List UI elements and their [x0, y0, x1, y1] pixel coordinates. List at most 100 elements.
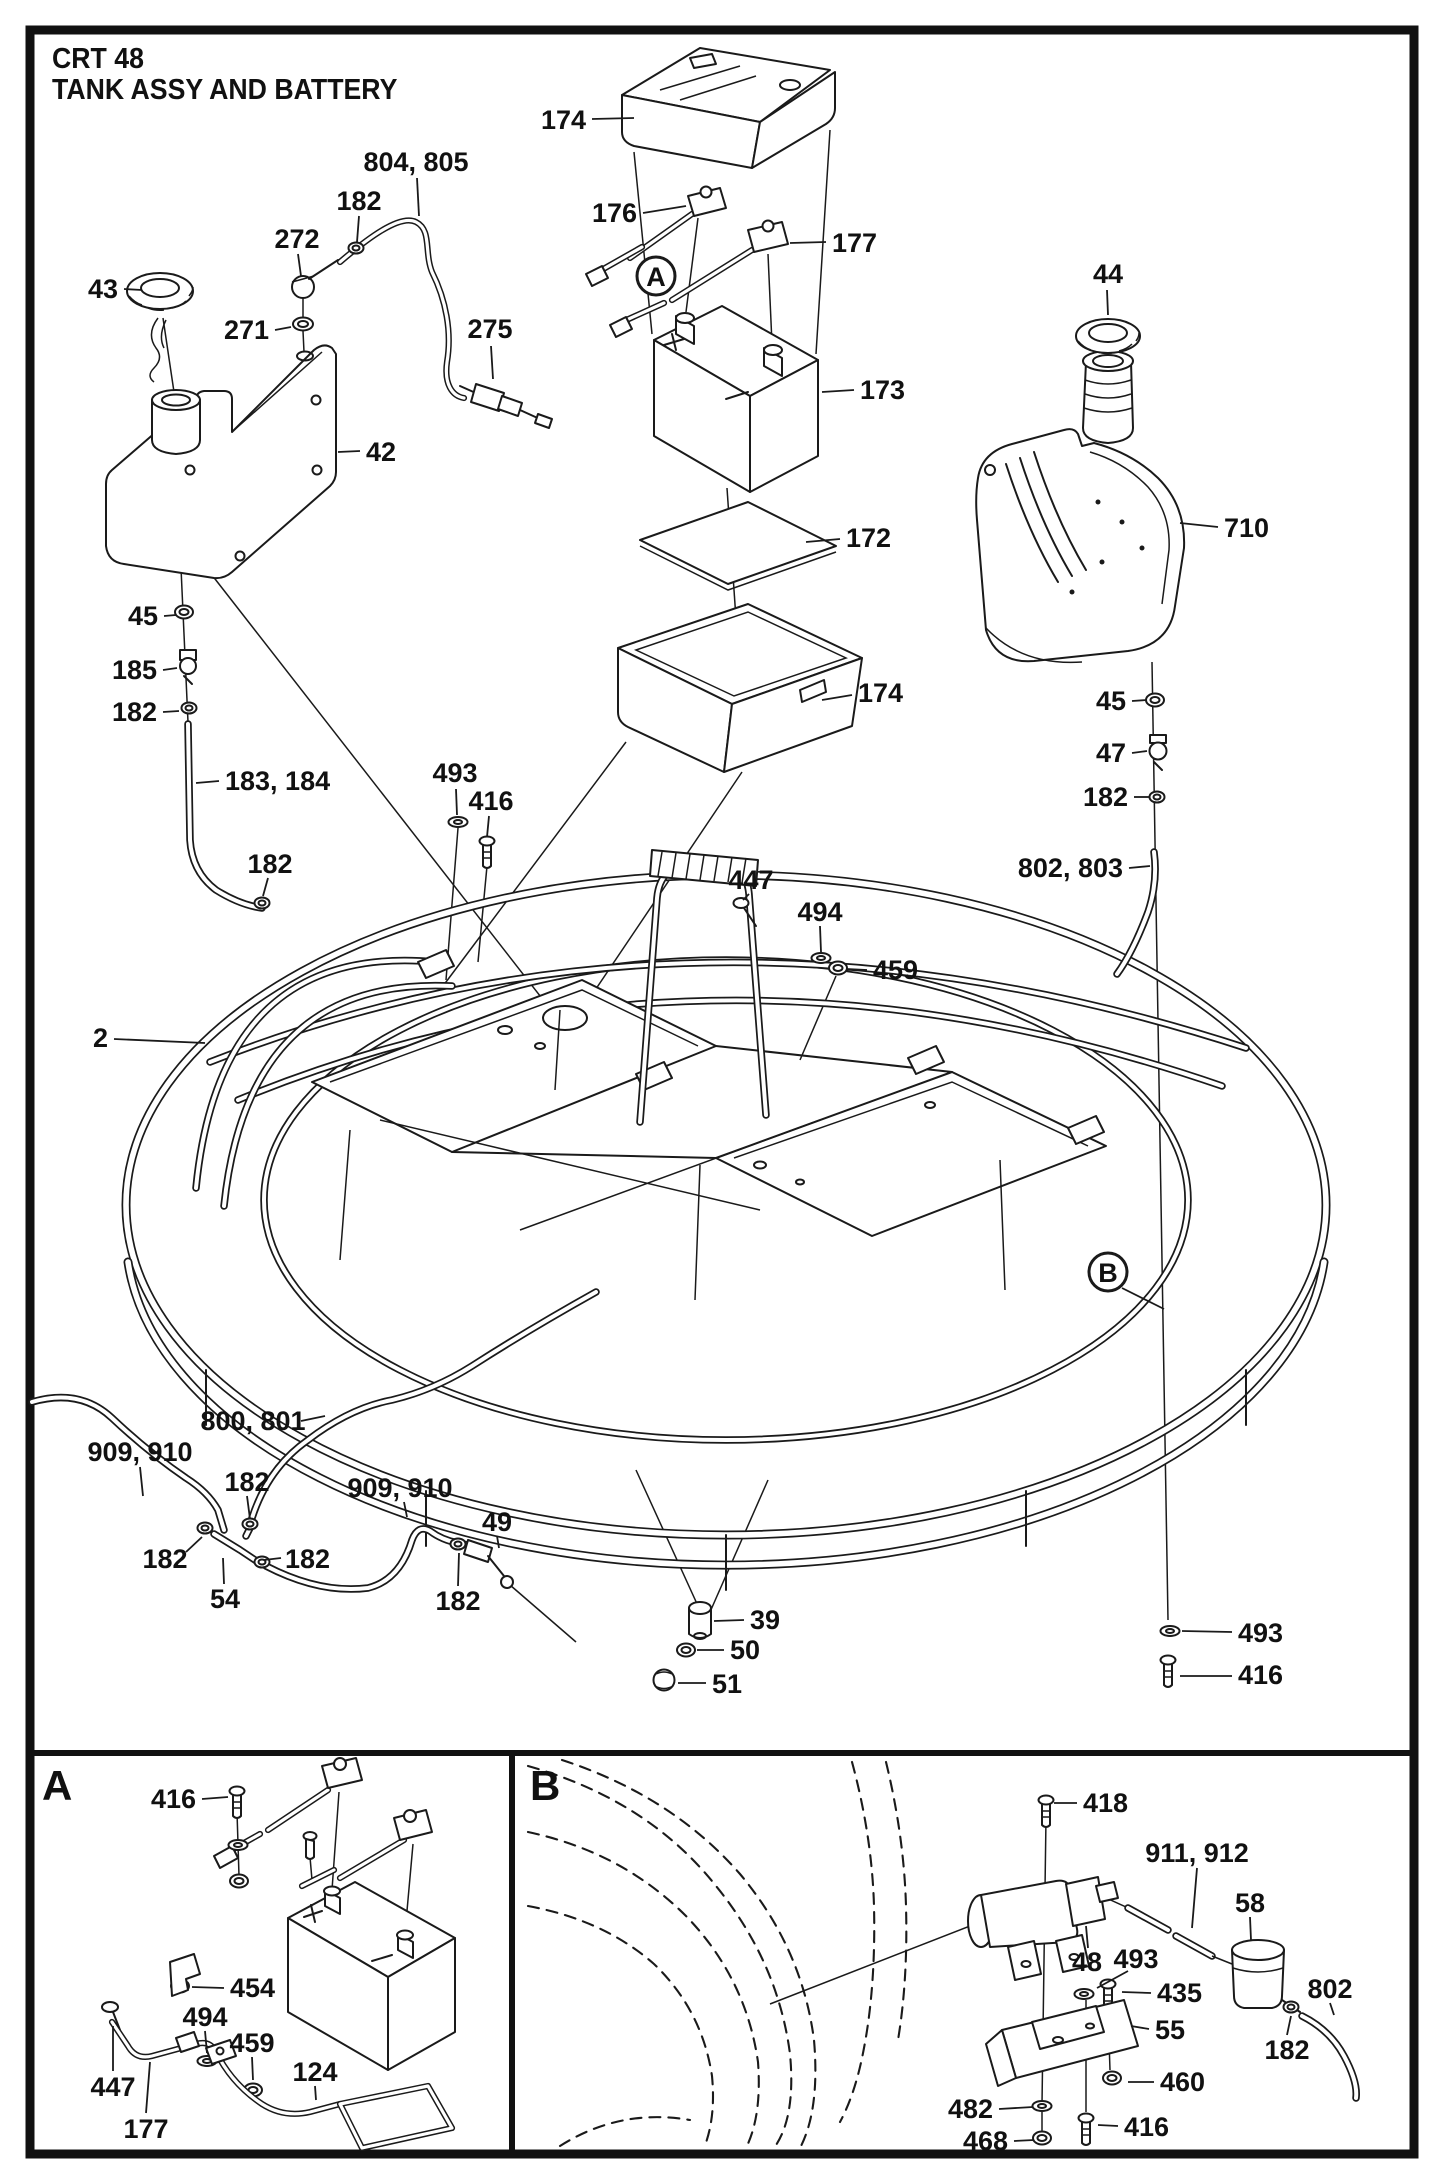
leader-line [201, 1796, 229, 1800]
part-number-label: 418 [1083, 1788, 1128, 1818]
part-number-label: 183, 184 [225, 766, 330, 796]
bolt-416 [1159, 1654, 1177, 1688]
leader-line [274, 326, 292, 331]
part-number-label: 454 [230, 1973, 275, 2003]
leader-line [998, 2106, 1034, 2110]
part-number-label: 182 [142, 1544, 187, 1574]
leader-line [1085, 1925, 1089, 1949]
tank-cap-44 [1075, 318, 1141, 355]
clamp-182 [1282, 2000, 1300, 2014]
clamp-182 [180, 701, 198, 715]
leader-line [742, 893, 750, 901]
part-number-label: 172 [846, 523, 891, 553]
leader-line [490, 345, 494, 380]
bolt-416 [228, 1785, 246, 1819]
detail-marker-letter: A [646, 262, 666, 292]
leader-line [1013, 2139, 1035, 2142]
bolt-416 [1077, 2112, 1095, 2146]
leader-line [300, 1415, 326, 1422]
bolt-51 [652, 1668, 676, 1692]
panel-a-drawing [101, 1757, 456, 2152]
hoop-grip [649, 849, 759, 887]
leader-line [457, 1552, 460, 1587]
part-number-label: 182 [336, 186, 381, 216]
part-number-label: 710 [1224, 513, 1269, 543]
part-number-label: 804, 805 [363, 147, 468, 177]
leader-line [1286, 2015, 1292, 2036]
battery-cable-176 [585, 185, 727, 287]
leader-line [1181, 1630, 1233, 1633]
left-fuel-tank-42 [105, 241, 553, 910]
part-number-label: 416 [468, 786, 513, 816]
clamp-182 [1148, 790, 1166, 804]
part-number-label: 174 [858, 678, 903, 708]
clamp-182 [347, 241, 365, 255]
leader-line [162, 667, 178, 671]
ground-cable-177 [108, 2018, 456, 2152]
part-number-label: 493 [1238, 1618, 1283, 1648]
part-number-label: 493 [432, 758, 477, 788]
nut-45 [174, 604, 194, 620]
nut-45 [1145, 692, 1165, 708]
leader-line [789, 241, 827, 244]
washer-493 [1159, 1625, 1181, 1637]
leader-line [246, 1495, 251, 1520]
part-number-label: 50 [730, 1635, 760, 1665]
leader-line [297, 253, 302, 277]
battery-assembly [447, 47, 863, 976]
part-number-label: 42 [366, 437, 396, 467]
part-number-label: 494 [797, 897, 842, 927]
part-number-label: 911, 912 [1145, 1838, 1249, 1868]
nut-459 [828, 960, 848, 976]
part-number-label: 272 [274, 224, 319, 254]
part-number-label: 416 [1124, 2112, 1169, 2142]
leader-line [162, 710, 180, 713]
leader-line [337, 450, 361, 453]
bottom-fasteners [196, 1517, 1181, 1692]
part-number-label: 55 [1155, 2015, 1185, 2045]
part-number-label: 447 [728, 865, 773, 895]
leader-line [191, 1986, 225, 1989]
leader-line [1096, 1970, 1129, 1989]
part-number-label: 182 [435, 1586, 480, 1616]
leader-line [113, 1038, 206, 1044]
leader-line [222, 1557, 225, 1585]
nut [229, 1873, 249, 1889]
washer-482 [1031, 2100, 1053, 2112]
clamp-182 [241, 1517, 259, 1531]
bolt-418 [1037, 1794, 1055, 1828]
part-number-label: 800, 801 [200, 1406, 305, 1436]
leader-line [486, 815, 490, 838]
part-number-label: 182 [224, 1467, 269, 1497]
part-number-label: 185 [112, 655, 157, 685]
valve-58 [1231, 1939, 1301, 2013]
part-number-label: 47 [1096, 738, 1126, 768]
right-tank-710 [975, 318, 1186, 804]
fitting-185 [179, 649, 197, 685]
leader-line [416, 177, 420, 217]
leader-line [263, 1557, 282, 1561]
leader-line [819, 925, 822, 953]
plus-mark [303, 1904, 323, 1923]
leader-line [185, 1536, 203, 1553]
leader-line [139, 1466, 144, 1497]
leader-line [251, 2056, 254, 2081]
nut-468 [1032, 2130, 1052, 2146]
part-number-label: 49 [482, 1507, 512, 1537]
minus-mark [371, 1954, 393, 1962]
filler-neck [151, 399, 201, 455]
pump-48 [967, 1876, 1119, 1981]
battery [287, 1881, 456, 2071]
page-title: CRT 48 TANK ASSY AND BATTERY [52, 44, 397, 106]
leader-line [1128, 865, 1151, 869]
hose-183-184 [184, 720, 266, 912]
leader-line [356, 215, 360, 243]
leader-line [314, 2085, 317, 2101]
part-number-label: 177 [832, 228, 877, 258]
part-number-label: 39 [750, 1605, 780, 1635]
leader-line [713, 1619, 745, 1622]
spacer-39 [688, 1601, 712, 1640]
